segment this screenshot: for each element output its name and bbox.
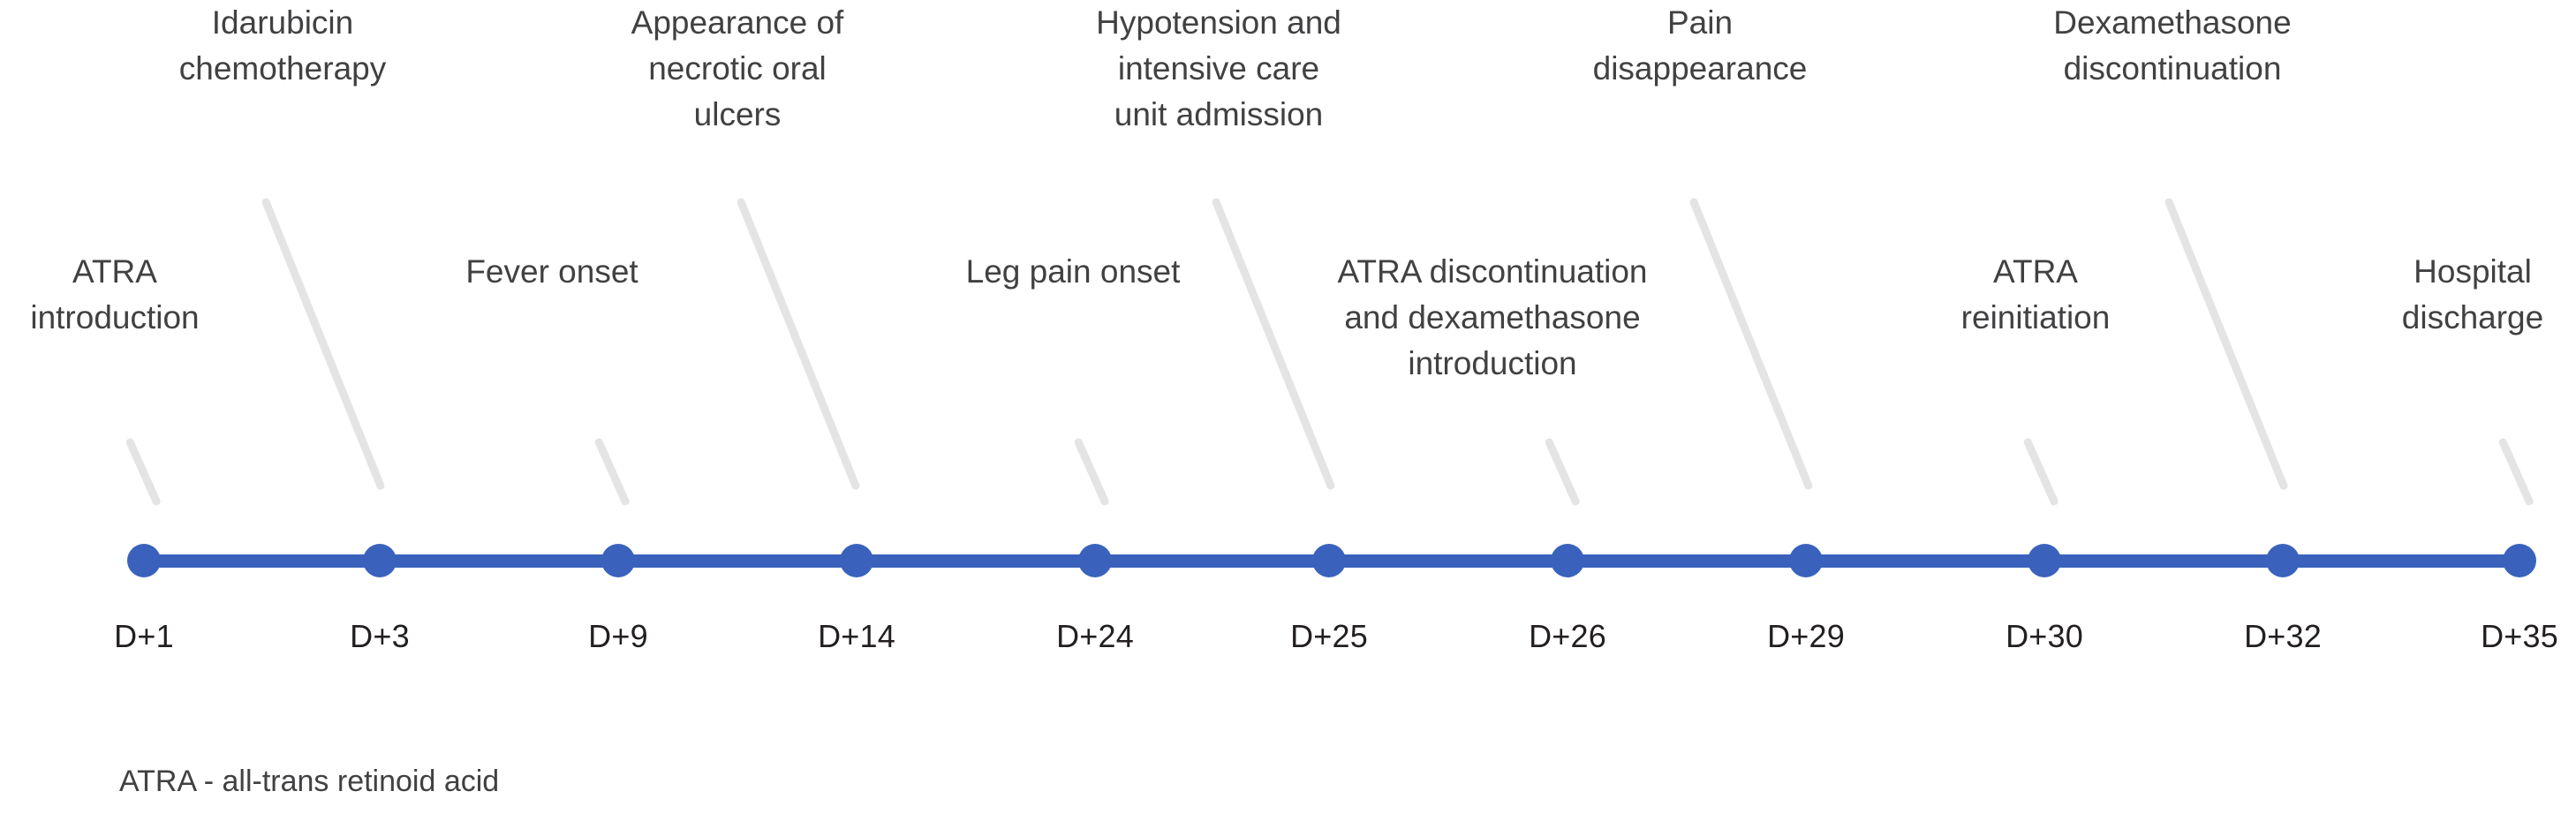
timeline-node-dot[interactable] <box>127 544 161 577</box>
timeline-event-caption: Dexamethasone discontinuation <box>2053 4 2292 87</box>
leader-line <box>2164 197 2289 491</box>
timeline-event-caption: Appearance of necrotic oral ulcers <box>631 4 844 132</box>
leader-line <box>2022 437 2059 507</box>
timeline-event-caption: Hospital discharge <box>2401 253 2544 335</box>
timeline-event-caption: Hypotension and intensive care unit admi… <box>1096 4 1341 132</box>
leader-line <box>1544 437 1581 507</box>
timeline-date-label: D+1 <box>114 618 174 654</box>
timeline-date-label: D+26 <box>1529 618 1606 654</box>
timeline-date-label: D+35 <box>2481 618 2558 654</box>
timeline-event-caption: ATRA reinitiation <box>1960 253 2111 335</box>
leader-line <box>593 437 631 507</box>
footnote-abbreviation: ATRA - all-trans retinoid acid <box>119 765 500 798</box>
leader-line <box>736 197 861 491</box>
timeline-node-dot[interactable] <box>1551 544 1584 577</box>
timeline-event-caption: ATRA discontinuation and dexamethasone i… <box>1337 253 1648 381</box>
timeline-node-dot[interactable] <box>363 544 397 577</box>
timeline-node-dot[interactable] <box>1078 544 1112 577</box>
leader-line <box>1073 437 1110 507</box>
timeline-node-dot[interactable] <box>2028 544 2061 577</box>
timeline-date-label: D+29 <box>1767 618 1845 654</box>
timeline-date-label: D+30 <box>2006 618 2083 654</box>
timeline-event-caption: Leg pain onset <box>965 253 1181 290</box>
timeline-node-dot[interactable] <box>1789 544 1823 577</box>
timeline-node-dot[interactable] <box>1312 544 1346 577</box>
timeline-date-label: D+25 <box>1290 618 1368 654</box>
timeline-event-caption: ATRA introduction <box>30 253 200 335</box>
leader-line <box>1211 197 1336 491</box>
timeline-node-dot[interactable] <box>840 544 873 577</box>
timeline-date-label: D+14 <box>818 618 895 654</box>
leader-line <box>261 197 386 491</box>
timeline-node-dot[interactable] <box>2266 544 2300 577</box>
leader-line <box>125 437 162 507</box>
leader-line <box>1688 197 1814 491</box>
timeline-node-dot[interactable] <box>601 544 635 577</box>
timeline-node-dot[interactable] <box>2503 544 2536 577</box>
leader-line <box>2497 437 2534 507</box>
timeline-event-caption: Pain disappearance <box>1592 4 1808 87</box>
timeline-event-caption: Fever onset <box>465 253 638 290</box>
timeline-date-label: D+32 <box>2244 618 2322 654</box>
timeline-date-label: D+3 <box>350 618 410 654</box>
timeline-date-label: D+24 <box>1056 618 1134 654</box>
timeline-date-label: D+9 <box>588 618 648 654</box>
timeline-event-caption: Idarubicin chemotherapy <box>178 4 387 87</box>
